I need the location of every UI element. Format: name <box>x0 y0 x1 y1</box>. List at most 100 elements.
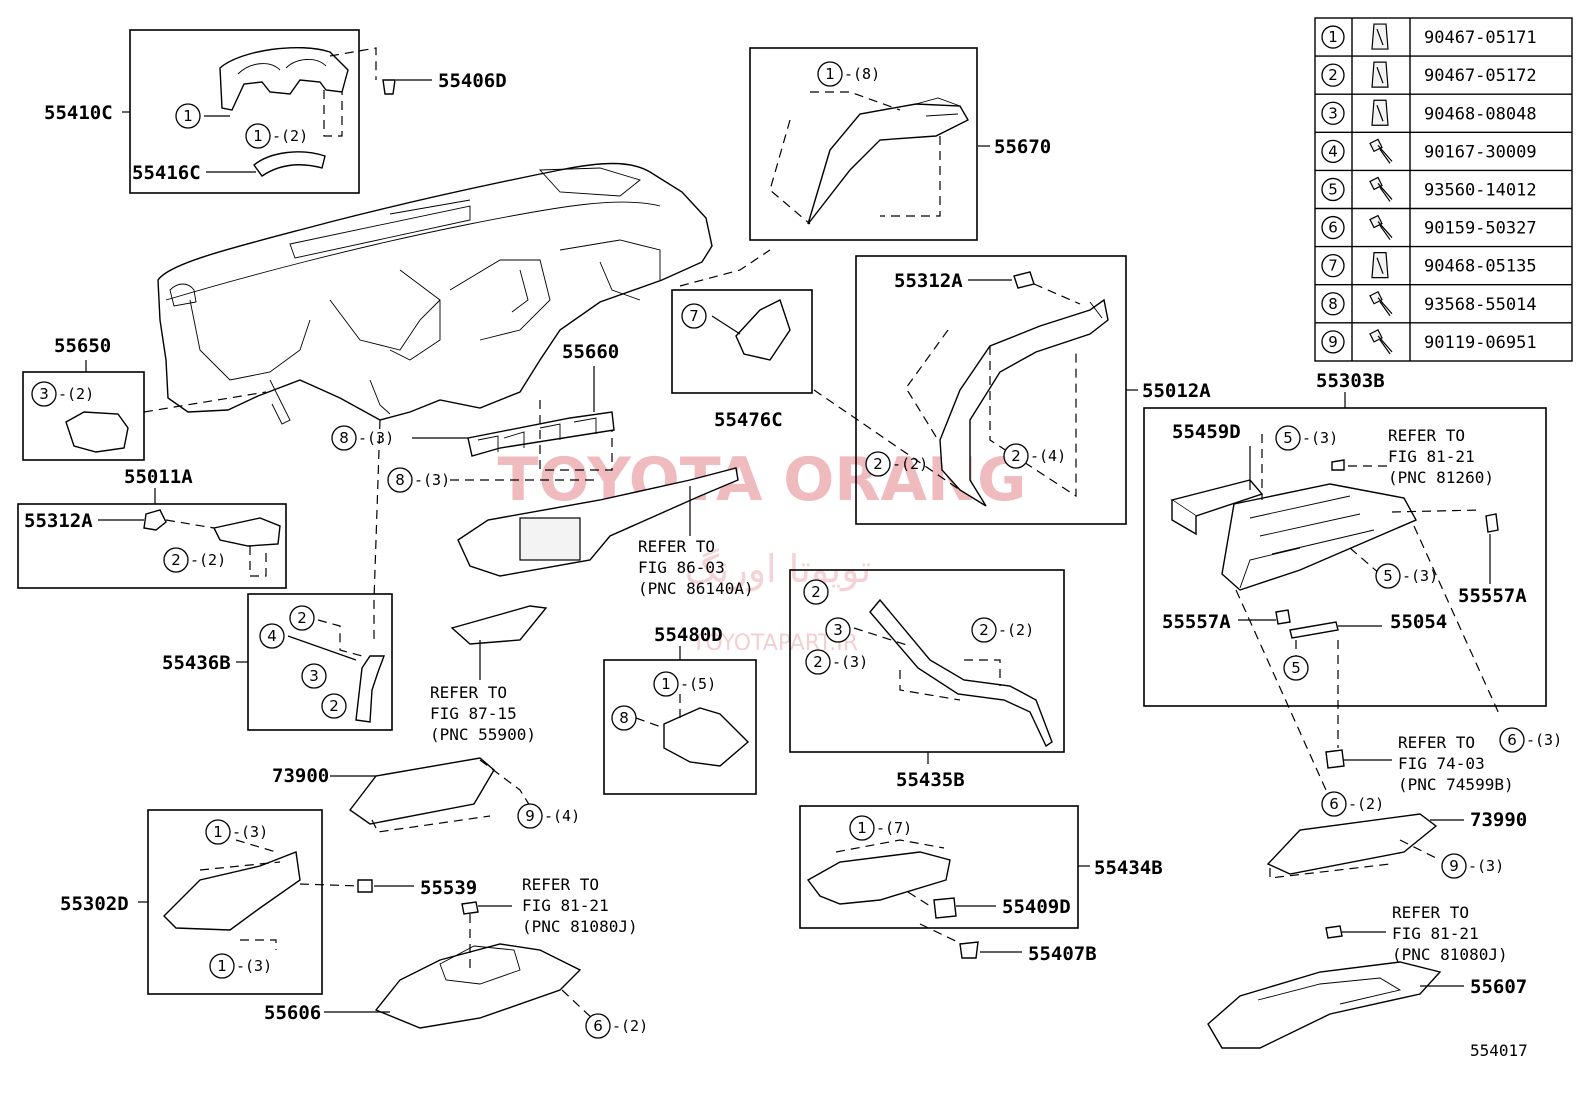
svg-text:(PNC 81260): (PNC 81260) <box>1388 468 1494 487</box>
callout-circle <box>1499 727 1525 753</box>
callout-circle <box>163 547 189 573</box>
box-55476c <box>671 289 813 394</box>
instrument-panel-drawing <box>157 162 713 425</box>
callout-circle <box>611 705 637 731</box>
callout-number: 1 <box>661 675 671 693</box>
callout-circle <box>1275 425 1301 451</box>
label-55539: 55539 <box>420 877 477 899</box>
stopper-icon <box>1331 459 1345 471</box>
trim-55436b <box>355 655 386 723</box>
callout-quantity: -(2) <box>1348 795 1384 813</box>
garnish-55012a <box>939 298 1109 507</box>
callout-number: 3 <box>833 621 843 639</box>
fastener-icon <box>1369 138 1393 164</box>
switch-panel-55900 <box>450 605 548 645</box>
label-55670: 55670 <box>994 136 1051 158</box>
table-number: 6 <box>1328 219 1338 237</box>
callout-circle <box>1003 443 1029 469</box>
fastener-icon <box>1369 290 1393 317</box>
svg-text:REFER TO: REFER TO <box>522 875 599 894</box>
label-55407b: 55407B <box>1028 943 1097 965</box>
callout-number: 6 <box>1507 731 1517 749</box>
label-55011a: 55011A <box>124 466 193 488</box>
ref-87-15: REFER TO FIG 87-15 (PNC 55900) <box>430 683 536 744</box>
damper-55557a-right <box>1485 513 1499 533</box>
table-number-circle <box>1321 25 1345 49</box>
clip-55407b <box>959 941 979 959</box>
callout-circle <box>321 693 347 719</box>
callout-number: 1 <box>857 819 867 837</box>
label-55557a-mid: 55557A <box>1162 611 1231 633</box>
table-number-circle <box>1321 101 1345 125</box>
label-55557a-right: 55557A <box>1458 585 1527 607</box>
label-55660: 55660 <box>562 341 619 363</box>
ref-81-21-a: REFER TO FIG 81-21 (PNC 81260) <box>1388 426 1494 487</box>
table-number-circle <box>1321 177 1345 202</box>
callout-circle <box>803 579 829 605</box>
fastener-icon <box>1371 61 1389 88</box>
pocket-55480d <box>663 707 750 767</box>
callout-circle <box>1283 655 1309 681</box>
cover-55607 <box>1207 961 1442 1049</box>
callout-quantity: -(2) <box>58 385 94 403</box>
table-part-number: 90167-30009 <box>1424 142 1537 162</box>
callout-number: 9 <box>525 807 535 825</box>
airbag-73900 <box>349 757 495 825</box>
callout-circle <box>825 617 851 643</box>
callout-circle <box>205 819 231 845</box>
label-55436b: 55436B <box>162 652 231 674</box>
svg-text:FIG 81-21: FIG 81-21 <box>1388 447 1475 466</box>
table-part-number: 93560-14012 <box>1424 180 1537 200</box>
table-number-circle <box>1321 139 1345 164</box>
label-55312a-top: 55312A <box>894 270 963 292</box>
fastener-icon <box>1369 214 1393 240</box>
callout-number: 2 <box>1011 447 1021 465</box>
callout-circle <box>653 671 679 697</box>
table-number: 3 <box>1328 104 1338 122</box>
callout-quantity: -(2) <box>612 1017 648 1035</box>
callout-quantity: -(4) <box>544 807 580 825</box>
callout-quantity: -(8) <box>844 65 880 83</box>
display-icon <box>519 517 581 561</box>
svg-text:(PNC 81080J): (PNC 81080J) <box>1392 945 1508 964</box>
label-55459d: 55459D <box>1172 421 1241 443</box>
svg-text:FIG 81-21: FIG 81-21 <box>522 896 609 915</box>
label-55606: 55606 <box>264 1002 321 1024</box>
callout-quantity: -(3) <box>1402 567 1438 585</box>
label-55476c: 55476C <box>714 409 783 431</box>
callout-circle <box>331 425 357 451</box>
fastener-icon <box>1369 329 1393 355</box>
svg-text:REFER TO: REFER TO <box>1398 733 1475 752</box>
callout-circle <box>245 123 271 149</box>
callout-quantity: -(4) <box>1030 447 1066 465</box>
label-55054: 55054 <box>1390 611 1447 633</box>
callout-quantity: -(2) <box>272 127 308 145</box>
svg-text:REFER TO: REFER TO <box>430 683 507 702</box>
clip-55406d <box>382 79 396 95</box>
diagram-id: 554017 <box>1470 1041 1528 1060</box>
table-part-number: 90119-06951 <box>1424 333 1537 353</box>
callout-circle <box>289 605 315 631</box>
callout-number: 1 <box>825 65 835 83</box>
clip-55409d <box>933 897 957 919</box>
svg-text:FIG 87-15: FIG 87-15 <box>430 704 517 723</box>
center-panel-55660 <box>467 411 615 457</box>
callout-circle <box>1375 563 1401 589</box>
ref-81-21-c: REFER TO FIG 81-21 (PNC 81080J) <box>1392 903 1508 964</box>
callout-number: 1 <box>253 127 263 145</box>
callout-number: 2 <box>811 583 821 601</box>
side-panel-55670 <box>807 97 969 225</box>
damper-55557a-mid <box>1275 609 1291 625</box>
callout-circle <box>971 617 997 643</box>
callout-quantity: -(7) <box>876 819 912 837</box>
callout-circle <box>301 663 327 689</box>
callout-circle <box>1321 791 1347 817</box>
callout-circle <box>175 103 201 129</box>
clip-74599b <box>1325 749 1345 769</box>
table-number-circle <box>1321 215 1345 240</box>
table-number: 2 <box>1328 66 1338 84</box>
clip-55539 <box>357 879 373 893</box>
cover-55606 <box>374 943 582 1029</box>
svg-text:REFER TO: REFER TO <box>638 537 715 556</box>
clip-55312a-top <box>1013 271 1035 289</box>
